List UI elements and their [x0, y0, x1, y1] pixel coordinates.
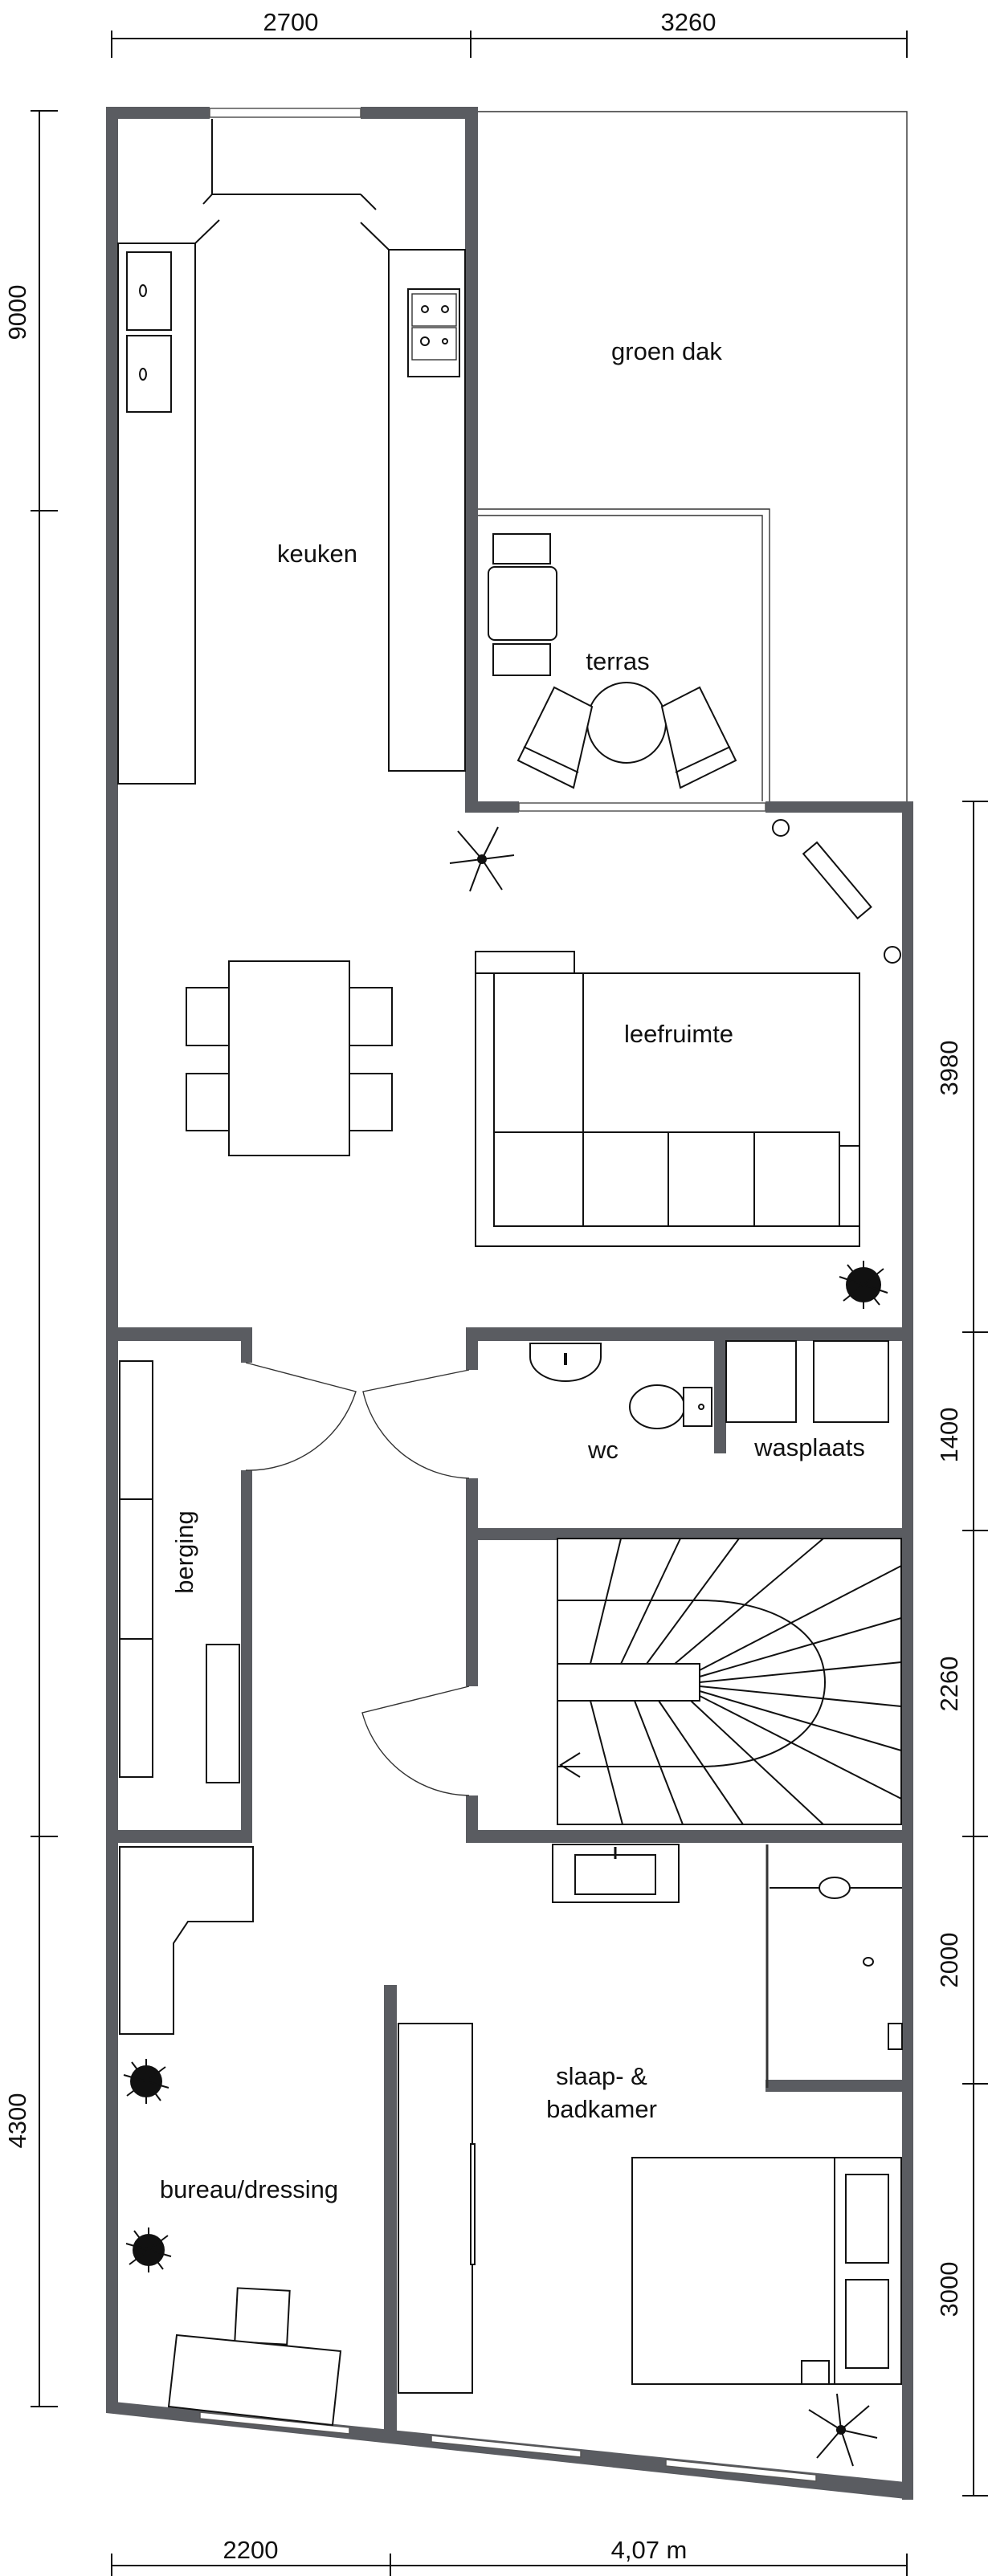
dim-right-1: 3980	[935, 1041, 963, 1096]
office-chair	[234, 2287, 291, 2346]
dim-left-2: 4300	[3, 2093, 31, 2149]
dimension-right: 3980 1400 2260 2000 3000	[935, 801, 988, 2497]
dim-bottom-1: 2200	[223, 2536, 279, 2564]
plant-icon	[449, 826, 515, 892]
room-labels: keuken groen dak terras leefruimte wc wa…	[160, 337, 865, 2203]
sink	[126, 335, 172, 413]
label-leefruimte: leefruimte	[624, 1020, 733, 1048]
label-slaapkamer-2: badkamer	[546, 2095, 657, 2123]
dining-table	[228, 960, 350, 1156]
dim-top-2: 3260	[661, 8, 717, 36]
bedroom-furniture	[398, 1844, 903, 2467]
label-wc: wc	[587, 1436, 619, 1464]
dim-left-1: 9000	[3, 285, 31, 340]
window	[209, 108, 361, 118]
walls	[106, 107, 913, 2500]
office-furniture	[119, 1846, 342, 2427]
dimension-bottom: 2200 4,07 m	[111, 2536, 908, 2576]
dim-bottom-2: 4,07 m	[611, 2536, 688, 2564]
plant-icon	[839, 1261, 888, 1309]
wc-furniture	[529, 1340, 889, 1429]
dim-right-5: 3000	[935, 2262, 963, 2317]
living-furniture	[186, 819, 901, 1309]
dim-right-3: 2260	[935, 1657, 963, 1712]
stove	[407, 288, 460, 377]
plant-icon	[125, 2228, 172, 2272]
label-bureau: bureau/dressing	[160, 2175, 338, 2203]
label-groen-dak: groen dak	[611, 337, 722, 365]
label-slaapkamer-1: slaap- &	[556, 2062, 647, 2090]
dimension-top: 2700 3260	[111, 8, 908, 58]
dimension-left: 9000 4300	[3, 110, 58, 2407]
washing-machine	[725, 1340, 797, 1423]
storage-furniture	[119, 1360, 240, 1783]
green-roof	[478, 111, 908, 801]
label-berging: berging	[170, 1510, 198, 1593]
sliding-door	[518, 802, 766, 812]
dim-top-1: 2700	[263, 8, 319, 36]
label-keuken: keuken	[277, 540, 357, 568]
doors	[245, 1362, 470, 1796]
wardrobe	[398, 2023, 473, 2394]
corner-desk	[119, 1846, 254, 2035]
dim-right-4: 2000	[935, 1933, 963, 1988]
shower-drain	[819, 1877, 851, 1899]
dim-right-2: 1400	[935, 1408, 963, 1463]
kitchen-counter-left	[117, 243, 196, 785]
label-terras: terras	[586, 647, 649, 675]
toilet	[629, 1384, 685, 1429]
desk	[167, 2333, 342, 2427]
terrace-furniture	[488, 533, 737, 789]
dryer	[813, 1340, 889, 1423]
plant-icon	[123, 2059, 169, 2104]
tv-unit	[802, 841, 872, 920]
label-wasplaats: wasplaats	[753, 1433, 865, 1461]
arrow-icon	[559, 1752, 581, 1778]
staircase	[557, 1538, 902, 1825]
kitchen-furniture	[117, 119, 466, 785]
sink	[126, 251, 172, 331]
plant-icon	[808, 2393, 878, 2467]
round-table	[586, 682, 667, 764]
